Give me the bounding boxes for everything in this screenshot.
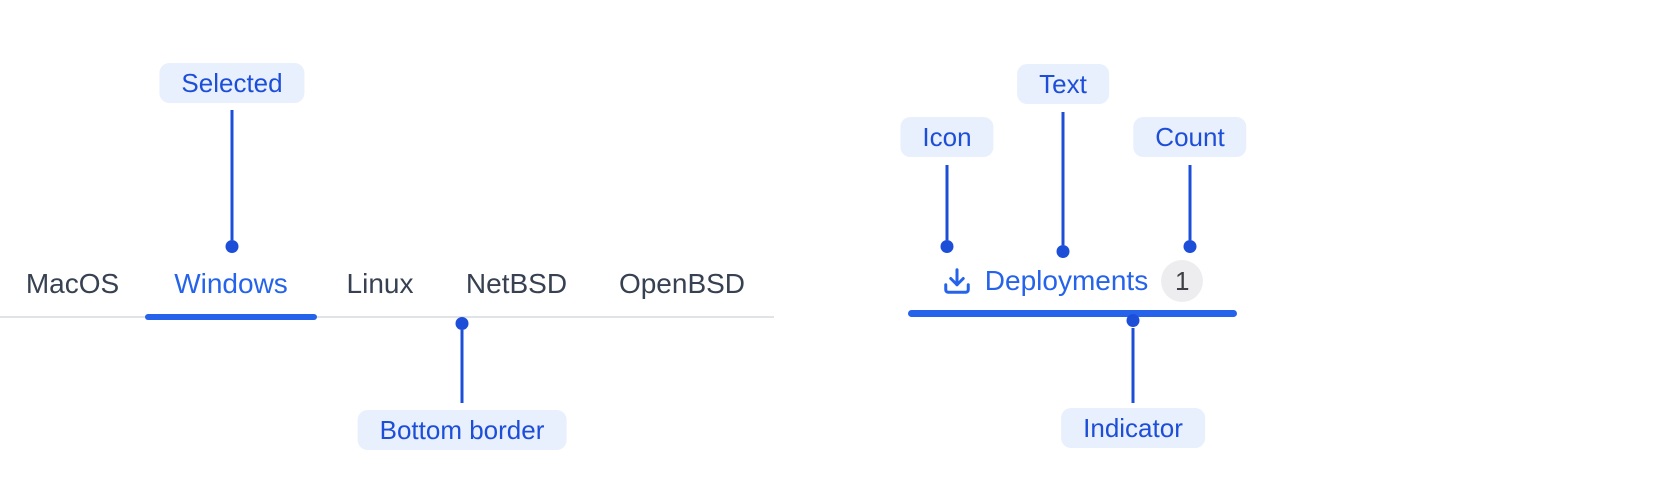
tab-deployments-count-badge: 1 [1161,260,1204,302]
tab-macos[interactable]: MacOS [0,252,145,316]
callout-selected: Selected [159,63,305,103]
os-tab-bar: MacOS Windows Linux NetBSD OpenBSD [0,252,774,320]
tab-linux[interactable]: Linux [317,252,443,316]
tab-windows-bottom-border [145,314,317,320]
callout-icon: Icon [900,117,994,157]
callout-icon-dot [940,240,954,253]
download-icon [944,268,970,294]
tab-openbsd-label: OpenBSD [618,268,746,299]
tab-deployments-label: Deployments [984,265,1149,296]
callout-text-dot [1056,245,1070,258]
callout-count-line [1188,165,1192,240]
tab-netbsd[interactable]: NetBSD [443,252,590,316]
callout-indicator: Indicator [1061,408,1205,448]
tab-linux-label: Linux [346,268,414,299]
callout-indicator-line [1131,328,1135,403]
callout-bottom-border: Bottom border [357,410,567,450]
callout-count: Count [1133,117,1247,157]
callout-icon-line [945,165,949,240]
tab-netbsd-label: NetBSD [465,268,568,299]
tab-windows[interactable]: Windows [145,252,317,320]
tab-openbsd[interactable]: OpenBSD [590,252,774,316]
callout-selected-dot [225,240,239,253]
callout-bottom-border-dot [455,317,469,330]
callout-count-dot [1183,240,1197,253]
callout-indicator-dot [1126,314,1140,327]
tab-deployments[interactable]: Deployments 1 [908,252,1237,310]
tab-deployments-indicator [908,310,1237,317]
callout-bottom-border-line [460,330,464,403]
tab-macos-label: MacOS [25,268,120,299]
callout-text: Text [1017,64,1109,104]
tab-windows-label: Windows [174,268,288,299]
callout-selected-line [230,110,234,240]
callout-text-line [1061,112,1065,245]
